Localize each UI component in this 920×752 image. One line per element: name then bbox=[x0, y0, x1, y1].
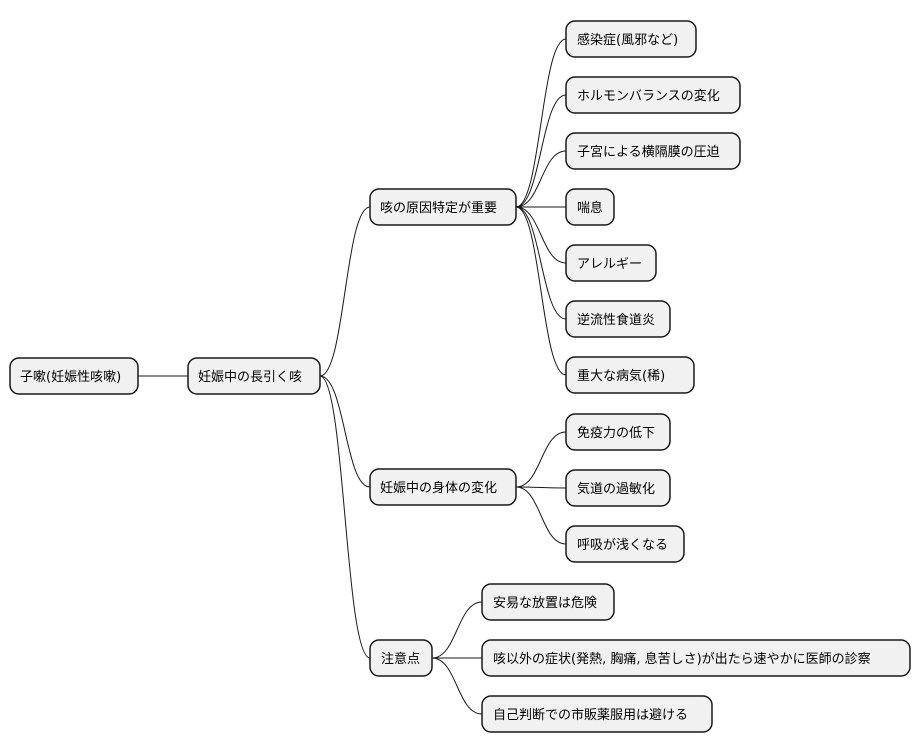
connector-line bbox=[515, 486, 567, 545]
connector-line bbox=[319, 375, 371, 488]
root-node-label: 子嗽(妊娠性咳嗽) bbox=[20, 370, 121, 385]
topic-node-label: 妊娠中の長引く咳 bbox=[198, 370, 302, 385]
connector-line bbox=[515, 486, 567, 489]
leaf-node: 咳以外の症状(発熱, 胸痛, 息苦しさ)が出たら速やかに医師の診察 bbox=[481, 639, 911, 677]
connector-lines bbox=[138, 38, 567, 715]
branch-node-cautions: 注意点 bbox=[369, 639, 433, 677]
leaf-node: 重大な病気(稀) bbox=[565, 356, 695, 394]
connector-line bbox=[515, 38, 567, 208]
leaf-label: 自己判断での市販薬服用は避ける bbox=[493, 707, 688, 723]
leaf-node: 安易な放置は危険 bbox=[481, 583, 615, 621]
leaf-label: 咳以外の症状(発熱, 胸痛, 息苦しさ)が出たら速やかに医師の診察 bbox=[493, 651, 871, 667]
leaf-node: 子宮による横隔膜の圧迫 bbox=[565, 132, 741, 170]
leaf-node: ホルモンバランスの変化 bbox=[565, 76, 741, 114]
leaf-node: 呼吸が浅くなる bbox=[565, 525, 685, 563]
leaf-label: 重大な病気(稀) bbox=[577, 368, 665, 384]
connector-line bbox=[431, 657, 483, 715]
leaf-node: 喘息 bbox=[565, 188, 615, 226]
leaf-label: 気道の過敏化 bbox=[577, 481, 655, 497]
leaf-label: 呼吸が浅くなる bbox=[577, 538, 668, 553]
leaf-label: 感染症(風邪など) bbox=[577, 32, 678, 48]
leaf-node: 自己判断での市販薬服用は避ける bbox=[481, 695, 713, 733]
leaf-label: 喘息 bbox=[577, 200, 603, 216]
connector-line bbox=[515, 150, 567, 208]
connector-line bbox=[515, 431, 567, 488]
connector-line bbox=[515, 206, 567, 320]
connector-line bbox=[515, 94, 567, 208]
connector-line bbox=[431, 601, 483, 659]
branch-label-body-changes: 妊娠中の身体の変化 bbox=[380, 480, 497, 496]
leaf-node: 逆流性食道炎 bbox=[565, 300, 671, 338]
leaf-label: アレルギー bbox=[577, 257, 642, 272]
connector-line bbox=[319, 375, 371, 659]
connector-line bbox=[515, 206, 567, 264]
leaf-label: 安易な放置は危険 bbox=[493, 596, 597, 611]
branch-label-cause: 咳の原因特定が重要 bbox=[380, 200, 497, 216]
branch-node-body-changes: 妊娠中の身体の変化 bbox=[369, 468, 517, 506]
connector-line bbox=[515, 206, 567, 376]
connector-line bbox=[319, 206, 371, 377]
leaf-node: 感染症(風邪など) bbox=[565, 20, 697, 58]
leaf-node: 気道の過敏化 bbox=[565, 469, 671, 507]
leaf-label: 子宮による横隔膜の圧迫 bbox=[577, 144, 720, 160]
leaf-label: 逆流性食道炎 bbox=[577, 312, 655, 328]
leaf-label: 免疫力の低下 bbox=[577, 425, 655, 441]
leaf-node: 免疫力の低下 bbox=[565, 413, 671, 451]
branch-label-cautions: 注意点 bbox=[381, 651, 420, 667]
root-node: 子嗽(妊娠性咳嗽) bbox=[9, 357, 139, 395]
branch-node-cause: 咳の原因特定が重要 bbox=[369, 188, 517, 226]
leaf-label: ホルモンバランスの変化 bbox=[577, 88, 720, 104]
topic-node: 妊娠中の長引く咳 bbox=[187, 357, 321, 395]
leaf-node: アレルギー bbox=[565, 244, 657, 282]
